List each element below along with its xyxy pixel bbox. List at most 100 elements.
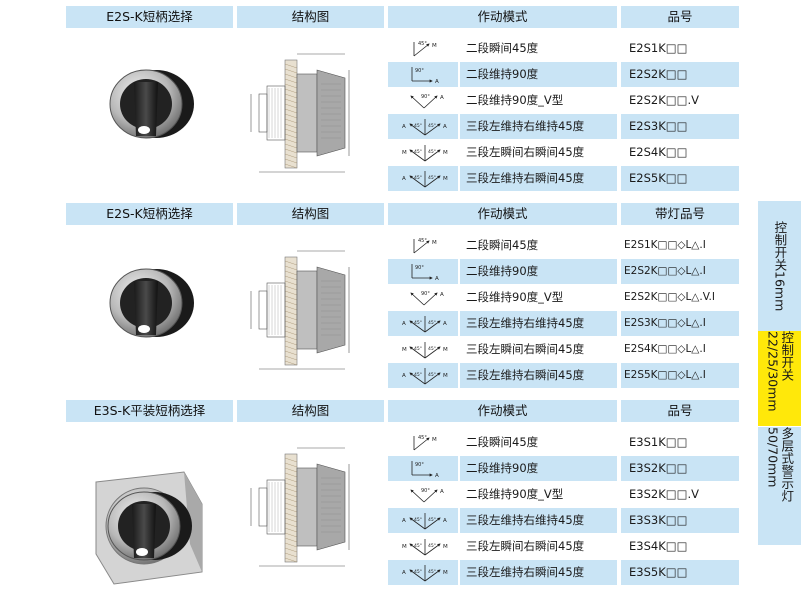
header-code: 带灯品号 (621, 203, 739, 225)
header-mode: 作动模式 (388, 400, 617, 422)
product-code: E3S2K□□ (621, 456, 739, 481)
svg-text:A: A (402, 124, 406, 130)
mode-description: 二段维持90度_V型 (460, 285, 617, 310)
mode-description: 三段左维持右维持45度 (460, 114, 617, 139)
svg-text:A: A (402, 518, 406, 524)
svg-text:A: A (443, 124, 447, 130)
mode-diagram-icon: 90° A (388, 482, 458, 507)
mode-diagram-icon: 90° A (388, 456, 458, 481)
svg-text:90°: 90° (421, 94, 430, 100)
header-mode: 作动模式 (388, 6, 617, 28)
side-tab-22-30mm[interactable]: 控制开关22/25/30mm (758, 331, 801, 426)
svg-text:45°: 45° (414, 346, 422, 352)
mode-description: 二段维持90度_V型 (460, 88, 617, 113)
mode-description: 三段左瞬间右瞬间45度 (460, 140, 617, 165)
header-mode: 作动模式 (388, 203, 617, 225)
svg-text:45°: 45° (418, 238, 427, 244)
mode-diagram-icon: 90°A (388, 62, 458, 87)
product-code: E2S4K□□◇L△.I (621, 337, 739, 362)
svg-text:90°: 90° (415, 68, 424, 74)
svg-text:M: M (432, 43, 437, 49)
svg-text:45°: 45° (414, 149, 422, 155)
svg-text:45°: 45° (414, 569, 422, 575)
structure-diagram (237, 227, 384, 397)
svg-text:M: M (443, 347, 448, 353)
mode-description: 二段维持90度 (460, 62, 617, 87)
svg-text:A: A (440, 292, 444, 298)
mode-diagram-icon: 90° A (388, 285, 458, 310)
product-code: E2S3K□□◇L△.I (621, 311, 739, 336)
mode-description: 三段左维持右维持45度 (460, 311, 617, 336)
header-code: 品号 (621, 6, 739, 28)
structure-diagram (237, 424, 384, 594)
svg-text:90°: 90° (415, 462, 424, 468)
product-code: E3S1K□□ (621, 430, 739, 455)
product-code: E2S2K□□.V (621, 88, 739, 113)
product-code: E2S2K□□◇L△.I (621, 259, 739, 284)
svg-text:90°: 90° (415, 265, 424, 271)
svg-text:45°: 45° (428, 175, 436, 181)
svg-text:90°: 90° (421, 291, 430, 297)
product-code: E2S1K□□◇L△.I (621, 233, 739, 258)
svg-text:45°: 45° (414, 320, 422, 326)
header-product-name: E2S-K短柄选择 (66, 203, 233, 225)
header-structure: 结构图 (237, 400, 384, 422)
svg-text:M: M (432, 437, 437, 443)
mode-description: 三段左维持右瞬间45度 (460, 560, 617, 585)
mode-description: 二段维持90度 (460, 259, 617, 284)
mode-description: 二段维持90度_V型 (460, 482, 617, 507)
svg-text:90°: 90° (421, 488, 430, 494)
svg-text:A: A (435, 473, 439, 479)
svg-text:M: M (443, 570, 448, 576)
mode-description: 三段左瞬间右瞬间45度 (460, 534, 617, 559)
svg-text:45°: 45° (428, 320, 436, 326)
mode-description: 二段维持90度 (460, 456, 617, 481)
product-code: E3S4K□□ (621, 534, 739, 559)
mode-description: 二段瞬间45度 (460, 233, 617, 258)
mode-diagram-icon: 45° M (388, 233, 458, 258)
svg-text:M: M (443, 373, 448, 379)
mode-diagram-icon: 90°A (388, 88, 458, 113)
mode-description: 三段左维持右瞬间45度 (460, 166, 617, 191)
product-photo-short-handle (66, 30, 233, 200)
product-code: E2S2K□□◇L△.V.I (621, 285, 739, 310)
svg-text:M: M (402, 150, 407, 156)
svg-text:M: M (443, 176, 448, 182)
side-tab-50-70mm[interactable]: 多层式警示灯50/70mm (758, 427, 801, 545)
svg-text:A: A (435, 276, 439, 282)
svg-text:A: A (440, 489, 444, 495)
product-code: E2S1K□□ (621, 36, 739, 61)
product-code: E2S3K□□ (621, 114, 739, 139)
svg-text:45°: 45° (428, 543, 436, 549)
mode-description: 三段左维持右维持45度 (460, 508, 617, 533)
svg-text:45°: 45° (428, 517, 436, 523)
svg-text:M: M (432, 240, 437, 246)
side-tab-label: 多层式警示灯50/70mm (765, 427, 795, 502)
product-code: E2S4K□□ (621, 140, 739, 165)
side-tab-16mm[interactable]: 控制开关16mm (758, 201, 801, 331)
mode-description: 二段瞬间45度 (460, 36, 617, 61)
svg-text:45°: 45° (428, 149, 436, 155)
product-code: E2S5K□□◇L△.I (621, 363, 739, 388)
mode-diagram-icon: 45°M (388, 430, 458, 455)
side-tab-label: 控制开关16mm (772, 220, 788, 312)
product-code: E3S3K□□ (621, 508, 739, 533)
product-code: E2S5K□□ (621, 166, 739, 191)
svg-text:M: M (443, 544, 448, 550)
mode-description: 三段左维持右瞬间45度 (460, 363, 617, 388)
